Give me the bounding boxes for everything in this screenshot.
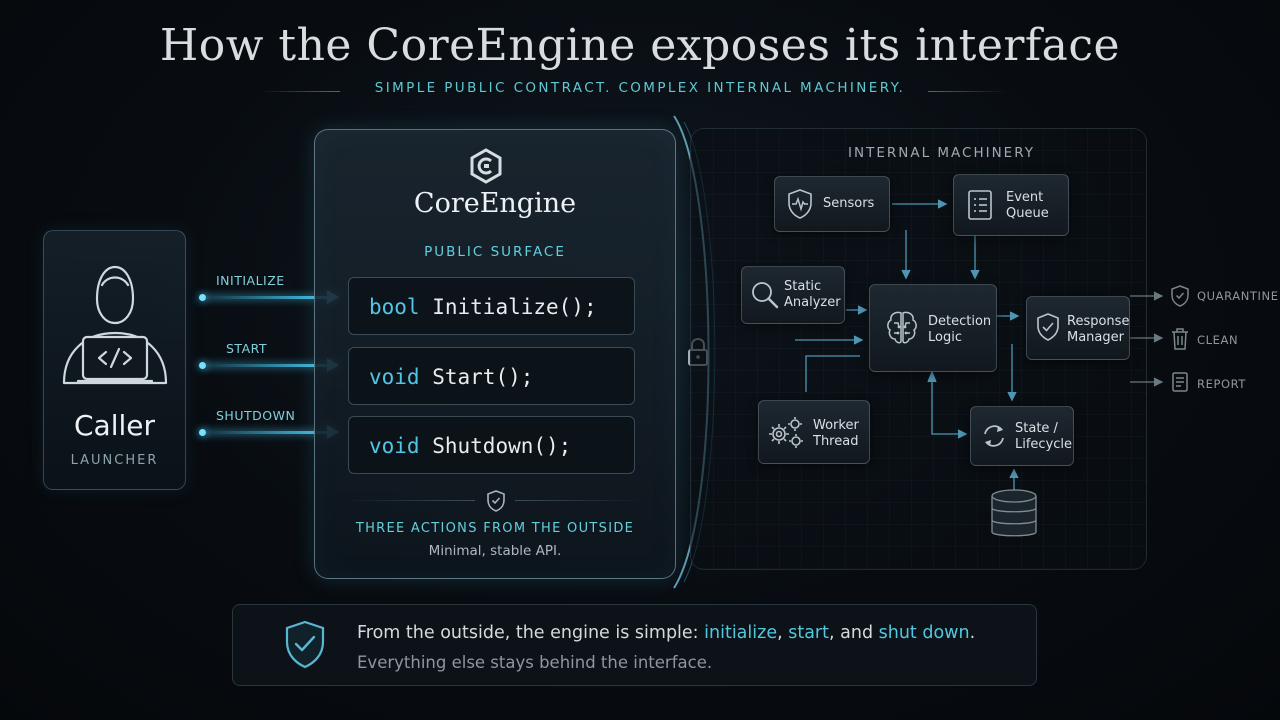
caller-label: Caller [73,409,155,442]
node-label: Detection Logic [928,314,991,346]
node-state-lifecycle: State / Lifecycle [970,406,1074,466]
node-label-line1: Worker [813,418,859,433]
summary-banner: From the outside, the engine is simple: … [232,604,1037,686]
highlight-start: start [788,623,829,643]
method-initialize: bool Initialize(); [348,277,635,335]
node-label-line2: Queue [1006,206,1049,221]
node-label: Event Queue [1006,190,1049,222]
node-label-line2: Analyzer [784,295,841,310]
node-label: Response Manager [1067,314,1129,346]
brain-icon [887,311,917,344]
gears-icon [769,417,803,448]
shutdown-arrow [204,431,330,434]
method-start: void Start(); [348,347,635,405]
node-label-line2: Thread [813,434,859,449]
arrow-label-initialize: INITIALIZE [216,273,285,288]
method-shutdown: void Shutdown(); [348,416,635,474]
node-label-line1: Static [784,279,822,294]
caller-card: Caller LAUNCHER [43,230,186,490]
minimal-api-label: Minimal, stable API. [428,543,562,559]
node-static-analyzer: Static Analyzer [741,266,845,324]
subtitle-row: SIMPLE PUBLIC CONTRACT. COMPLEX INTERNAL… [0,80,1280,102]
banner-line-1: From the outside, the engine is simple: … [357,623,975,643]
report-document-icon [1172,372,1188,392]
node-label-line1: Detection [928,314,992,329]
arrow-origin-dot [199,362,206,369]
arrow-label-shutdown: SHUTDOWN [216,408,296,423]
three-actions-label: THREE ACTIONS FROM THE OUTSIDE [355,521,635,536]
node-sensors: Sensors [774,176,890,232]
subtitle: SIMPLE PUBLIC CONTRACT. COMPLEX INTERNAL… [374,80,906,96]
list-document-icon [968,190,992,220]
method-signature: Start(); [432,365,534,389]
shield-check-icon [487,490,505,512]
shield-check-icon [1037,313,1059,341]
core-engine-card: CoreEngine PUBLIC SURFACE bool Initializ… [314,129,676,579]
internal-machinery-title: INTERNAL MACHINERY [848,145,1035,161]
initialize-arrow [204,296,330,299]
caller-sublabel: LAUNCHER [70,453,159,468]
banner-text: . [969,623,976,643]
subtitle-divider-left [260,91,340,92]
method-signature: Shutdown(); [432,434,572,458]
node-label-line2: Logic [928,330,962,345]
node-label-line2: Manager [1067,330,1124,345]
node-label: Sensors [823,196,875,211]
return-type: bool [369,295,420,319]
arrow-label-start: START [226,341,268,356]
node-label: Static Analyzer [784,279,841,311]
divider [345,500,475,501]
highlight-initialize: initialize [704,623,778,643]
return-type: void [369,434,420,458]
node-label: Worker Thread [813,418,859,450]
highlight-shut-down: shut down [878,623,970,643]
output-clean: CLEAN [1197,333,1239,347]
developer-laptop-icon [62,265,168,385]
divider [515,500,645,501]
shield-check-icon [1171,285,1189,307]
node-label: State / Lifecycle [1015,421,1072,453]
page-title: How the CoreEngine exposes its interface [159,20,1121,71]
banner-text: , [777,623,789,643]
trash-icon [1172,328,1188,350]
method-signature: Initialize(); [432,295,597,319]
output-report: REPORT [1197,377,1247,391]
start-arrow [204,364,330,367]
node-label-line1: Event [1006,190,1044,205]
output-quarantine: QUARANTINE [1197,289,1279,303]
coreengine-logo-icon [470,148,502,184]
arrow-origin-dot [199,294,206,301]
database-icon [991,489,1037,537]
node-response-manager: Response Manager [1026,296,1130,360]
core-engine-name: CoreEngine [413,188,577,219]
public-surface-label: PUBLIC SURFACE [424,244,566,260]
banner-text: , and [829,623,879,643]
node-detection-logic: Detection Logic [869,284,997,372]
node-event-queue: Event Queue [953,174,1069,236]
banner-line-2: Everything else stays behind the interfa… [357,653,713,672]
arrow-origin-dot [199,429,206,436]
shield-check-icon [285,620,325,669]
node-worker-thread: Worker Thread [758,400,870,464]
shield-pulse-icon [788,189,812,219]
banner-text: From the outside, the engine is simple: [357,623,705,643]
node-label-line1: State / [1015,421,1058,436]
return-type: void [369,365,420,389]
magnifier-icon [752,282,779,309]
node-label-line2: Lifecycle [1015,437,1073,452]
node-label-line1: Response [1067,314,1130,329]
refresh-cycle-icon [984,425,1004,447]
